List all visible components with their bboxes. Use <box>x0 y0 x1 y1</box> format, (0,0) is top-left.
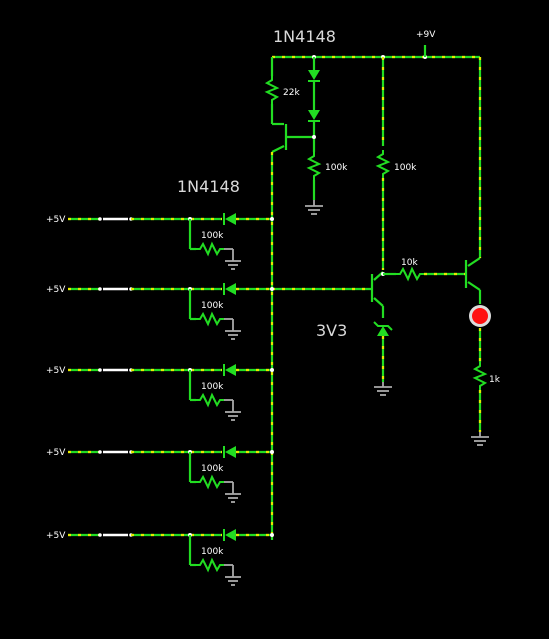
r22k-label: 22k <box>283 88 300 98</box>
input-row: +5V 100k <box>46 213 274 270</box>
r1k-label: 1k <box>489 375 501 385</box>
input-diode[interactable] <box>223 364 236 376</box>
r100k-right-label: 100k <box>394 163 417 173</box>
diode-stack[interactable] <box>308 57 320 152</box>
pulldown-resistor[interactable] <box>188 370 241 421</box>
zener-diode[interactable] <box>373 321 393 396</box>
led-indicator[interactable] <box>469 305 491 362</box>
input-supply-label: +5V <box>46 215 66 225</box>
r100k-mid-label: 100k <box>325 163 348 173</box>
input-rows: +5V 100k +5V 100k +5V 100k +5V 100k +5V 100k <box>46 213 274 586</box>
push-switch[interactable] <box>98 368 133 372</box>
input-supply-label: +5V <box>46 448 66 458</box>
pulldown-resistor[interactable] <box>188 289 241 340</box>
input-supply-label: +5V <box>46 366 66 376</box>
input-row: +5V 100k <box>46 529 274 586</box>
pulldown-resistor[interactable] <box>188 219 241 270</box>
input-diode[interactable] <box>223 529 236 541</box>
pulldown-label: 100k <box>201 464 224 474</box>
input-diode[interactable] <box>223 213 236 225</box>
input-diode[interactable] <box>223 446 236 458</box>
input-diode[interactable] <box>223 283 236 295</box>
resistor-10k[interactable] <box>383 268 466 280</box>
push-switch[interactable] <box>98 450 133 454</box>
resistor-1k[interactable] <box>471 361 489 446</box>
pulldown-label: 100k <box>201 382 224 392</box>
led-lamp <box>472 308 488 324</box>
pulldown-resistor[interactable] <box>188 452 241 503</box>
input-row: +5V 100k <box>46 364 274 421</box>
resistor-22k[interactable] <box>266 57 284 126</box>
pulldown-label: 100k <box>201 301 224 311</box>
push-switch[interactable] <box>98 217 133 221</box>
r10k-label: 10k <box>401 258 418 268</box>
left-diode-label: 1N4148 <box>177 177 240 196</box>
input-row: +5V 100k <box>46 283 274 340</box>
supply-rail <box>272 45 480 59</box>
input-row: +5V 100k <box>46 446 274 503</box>
transistor-middle[interactable] <box>272 271 385 318</box>
top-diode-label: 1N4148 <box>273 27 336 46</box>
transistor-output[interactable] <box>464 57 482 304</box>
resistor-100k-mid[interactable] <box>305 151 323 215</box>
resistor-100k-right[interactable] <box>377 57 389 270</box>
transistor-top[interactable] <box>270 124 314 540</box>
push-switch[interactable] <box>98 533 133 537</box>
zener-label: 3V3 <box>316 321 347 340</box>
pulldown-resistor[interactable] <box>188 535 241 586</box>
pulldown-label: 100k <box>201 547 224 557</box>
push-switch[interactable] <box>98 287 133 291</box>
input-supply-label: +5V <box>46 285 66 295</box>
supply-9v-label: +9V <box>416 30 436 40</box>
input-supply-label: +5V <box>46 531 66 541</box>
pulldown-label: 100k <box>201 231 224 241</box>
